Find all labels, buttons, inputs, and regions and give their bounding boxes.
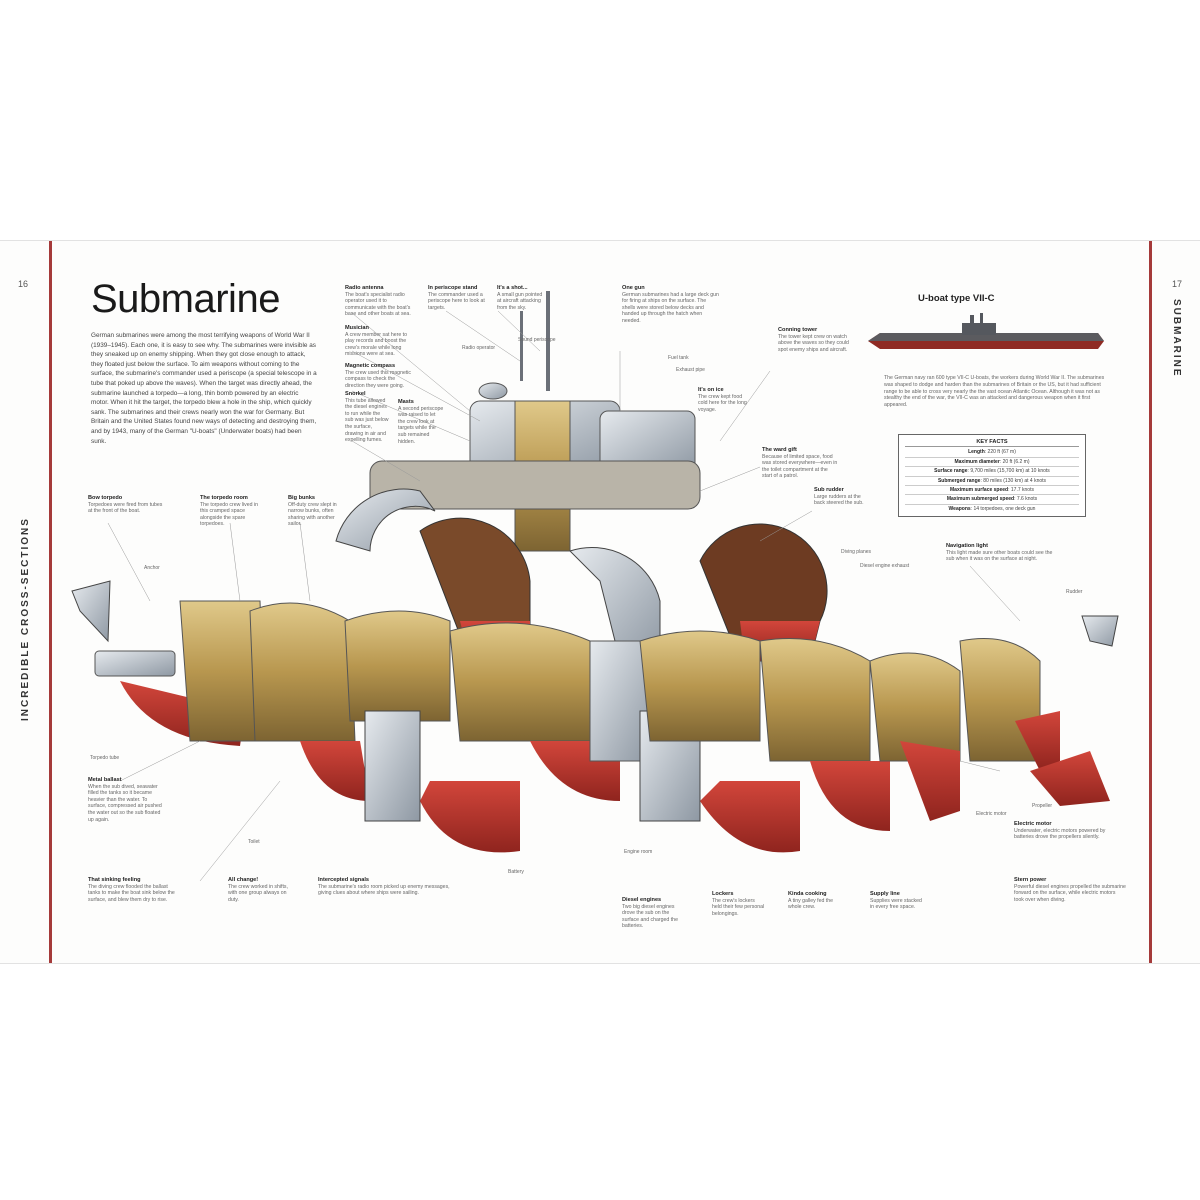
label-rudder: Rudder xyxy=(1066,589,1083,595)
label-radio-operator: Radio operator xyxy=(462,345,496,351)
label-torpedo-tube: Torpedo tube xyxy=(90,755,120,761)
label-anchor: Anchor xyxy=(144,565,160,571)
label-electric-motor: Electric motor xyxy=(976,811,1007,817)
intro-paragraph: German submarines were among the most te… xyxy=(91,332,317,445)
key-facts-title: KEY FACTS xyxy=(905,438,1079,448)
book-spread: 16 17 INCREDIBLE CROSS-SECTIONS SUBMARIN… xyxy=(0,240,1200,964)
label-fuel-tank: Fuel tank xyxy=(668,355,689,361)
fact-row: Submerged range: 80 miles (130 km) at 4 … xyxy=(905,477,1079,487)
left-page-edge-rule xyxy=(49,241,52,963)
label-battery: Battery xyxy=(508,869,524,875)
page-title: Submarine xyxy=(91,277,280,321)
conning-tower-cutaway xyxy=(369,291,701,552)
label-diving-planes: Diving planes xyxy=(841,549,872,555)
callout-leader-lines xyxy=(107,310,1021,882)
label-toilet: Toilet xyxy=(248,839,260,845)
key-facts-box: KEY FACTS Length: 220 ft (67 m) Maximum … xyxy=(898,434,1086,518)
fact-row: Surface range: 9,700 miles (15,700 km) a… xyxy=(905,467,1079,477)
main-hull-sections xyxy=(71,580,1119,853)
fact-row: Maximum submerged speed: 7.6 knots xyxy=(905,495,1079,505)
inset-title: U-boat type VII-C xyxy=(918,293,995,304)
label-engine-room: Engine room xyxy=(624,849,653,855)
fact-row: Weapons: 14 torpedoes, one deck gun xyxy=(948,505,1036,512)
right-page-edge-rule xyxy=(1149,241,1152,963)
submarine-cutaway-illustration xyxy=(71,291,1119,882)
fact-row: Maximum diameter: 20 ft (6.2 m) xyxy=(905,458,1079,468)
label-sound-periscope: Sound periscope xyxy=(518,337,556,343)
left-page-number: 16 xyxy=(18,279,29,289)
label-diesel-exhaust: Diesel engine exhaust xyxy=(860,563,910,569)
label-exhaust-pipe: Exhaust pipe xyxy=(676,367,705,373)
inset-caption: The German navy ran 600 type VII-C U-boa… xyxy=(884,375,1105,409)
fact-row: Length: 220 ft (67 m) xyxy=(905,448,1079,458)
fact-row: Maximum surface speed: 17.7 knots xyxy=(905,486,1079,496)
inset-submarine-profile xyxy=(868,313,1104,349)
right-page-number: 17 xyxy=(1172,279,1183,289)
callout-all-change: All change!The crew worked in shifts, wi… xyxy=(228,877,288,903)
callout-its-a-shot: It's a shot...A small gun pointed at air… xyxy=(497,285,543,311)
label-propeller: Propeller xyxy=(1032,803,1053,809)
